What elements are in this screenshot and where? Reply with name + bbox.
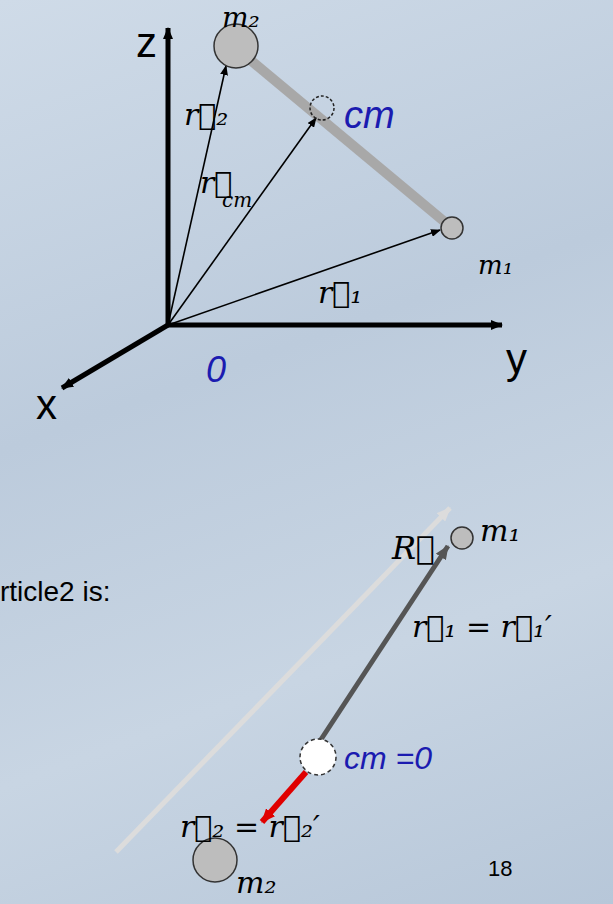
vector-label: r⃗₁ — [318, 278, 362, 308]
axis-label: z — [136, 22, 157, 64]
mass-1 — [441, 217, 463, 239]
axes — [62, 28, 502, 388]
axis-label: y — [506, 338, 527, 380]
position-vectors — [168, 66, 440, 325]
r1-prime-vector — [318, 546, 448, 744]
mass-label: m₁ — [478, 252, 513, 278]
cm-label: cm — [344, 96, 395, 134]
mass-label: m₂ — [236, 868, 276, 898]
origin-label: 0 — [206, 352, 226, 388]
mass-2 — [193, 838, 237, 882]
cut-text: rticle2 is: — [0, 578, 110, 606]
page-number: 18 — [488, 858, 512, 880]
equation: r⃗₂ = r⃗₂′ — [180, 812, 320, 842]
cm-label: cm =0 — [344, 742, 432, 774]
R-vector — [116, 508, 450, 852]
mass-label: m₂ — [222, 4, 260, 32]
equation: r⃗₁ = r⃗₁′ — [412, 612, 552, 642]
cm-marker — [300, 739, 336, 775]
rod — [236, 48, 452, 228]
vector-label: r⃗₂ — [184, 100, 228, 130]
axis-label: x — [36, 384, 57, 426]
mass-label: m₁ — [480, 516, 520, 546]
vector-subscript: cm — [222, 190, 252, 210]
mass-1 — [451, 527, 473, 549]
cm-marker — [310, 96, 334, 120]
vector-label: R⃗ — [392, 532, 435, 564]
